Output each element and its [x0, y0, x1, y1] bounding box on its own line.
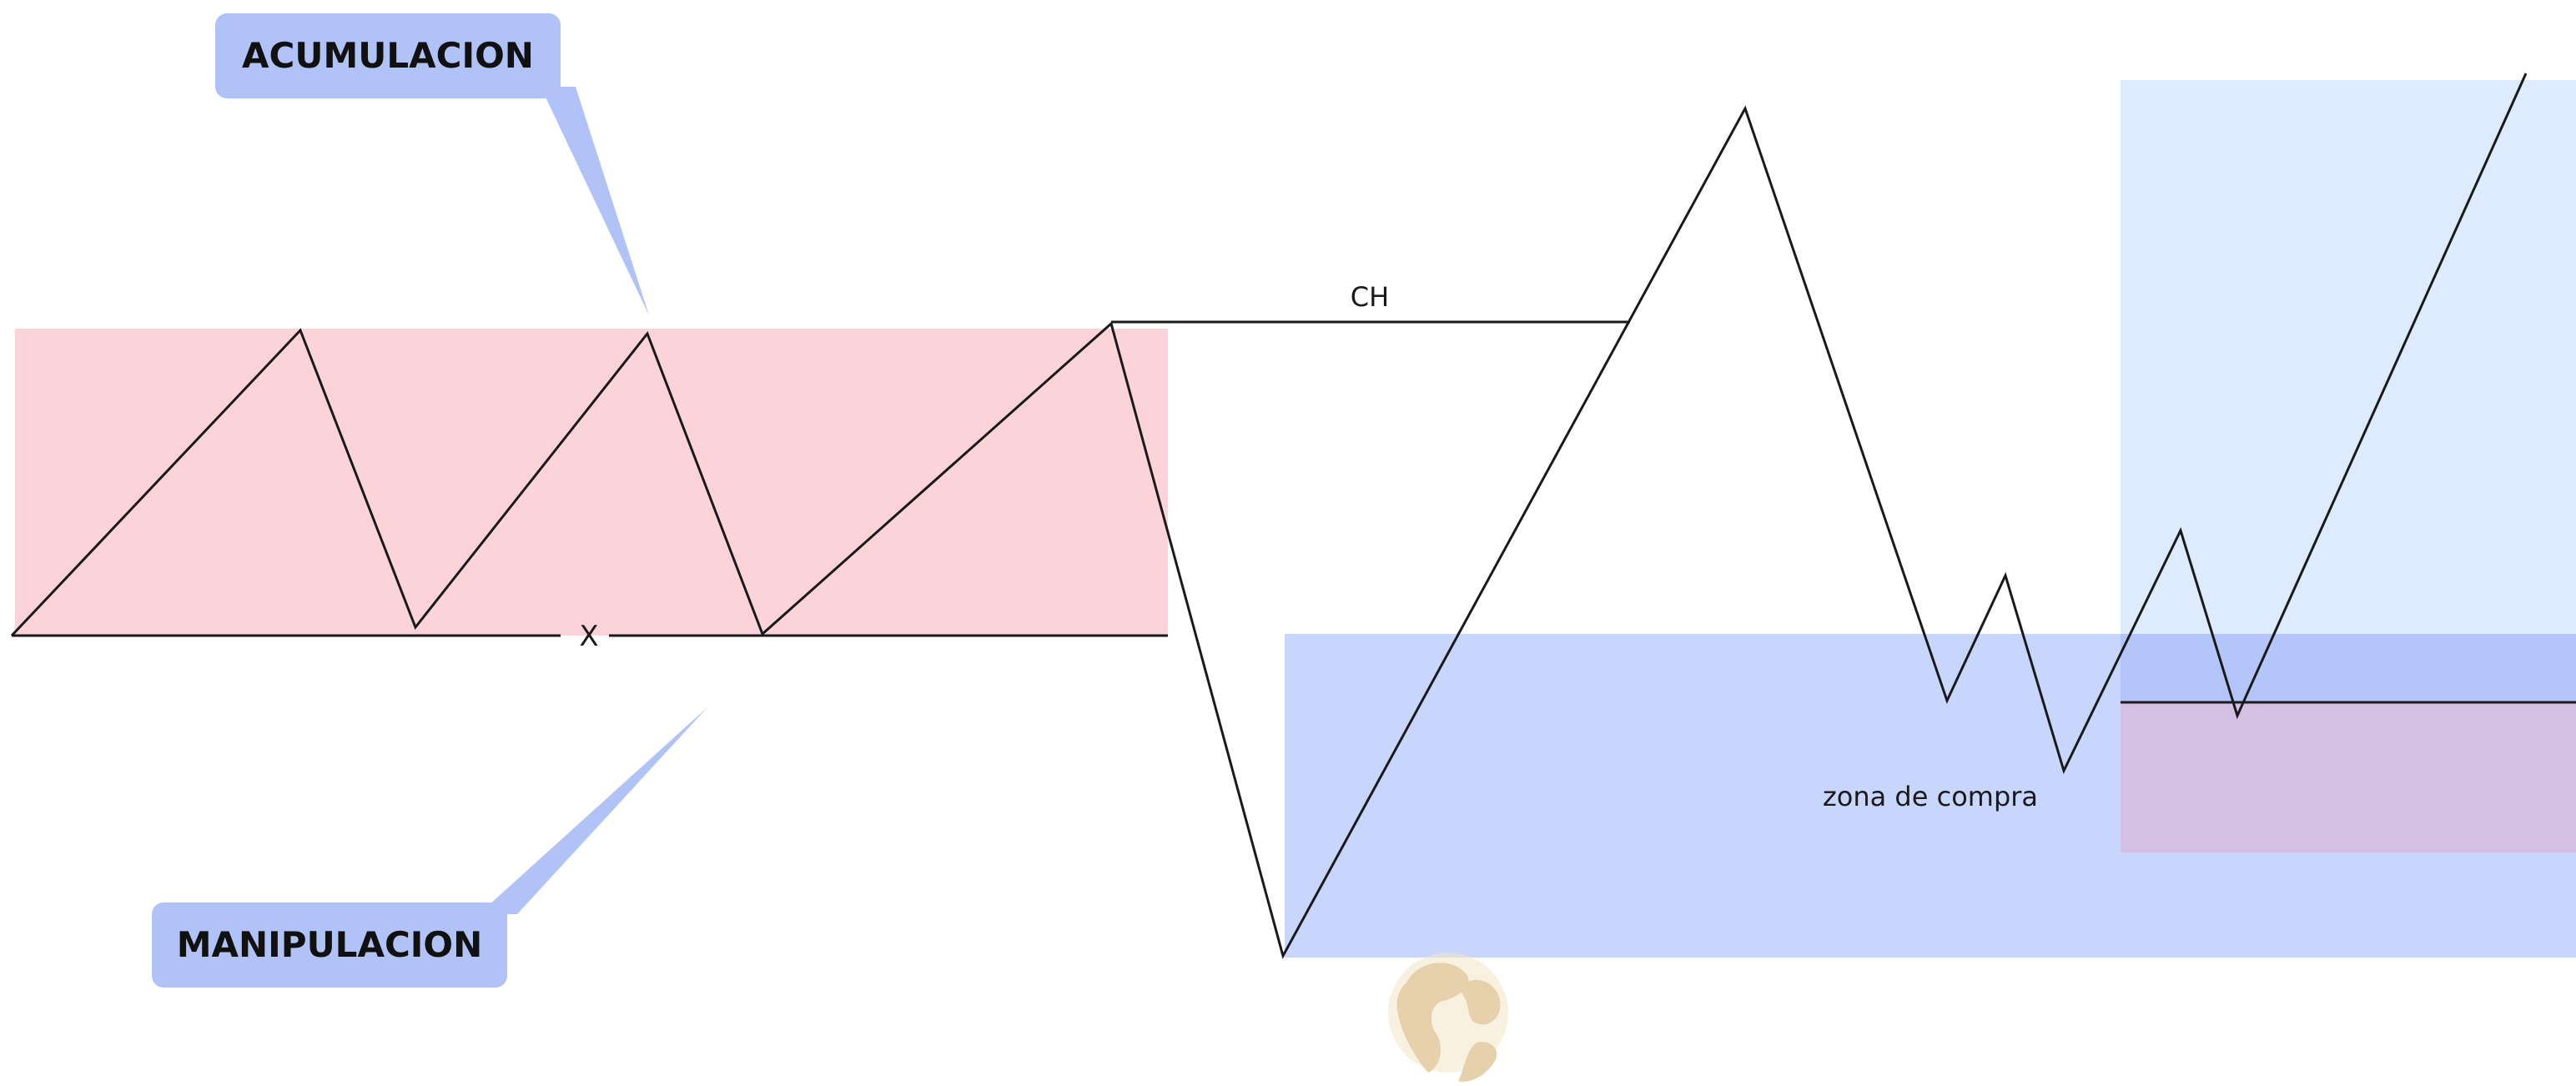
- manipulacion-callout: MANIPULACION: [152, 902, 507, 988]
- overlap-zone: [2121, 634, 2576, 702]
- target-zone: [2121, 80, 2576, 634]
- buy-zone-label: zona de compra: [1823, 781, 2038, 812]
- acumulacion-callout-pointer: [541, 87, 649, 315]
- acumulacion-callout: ACUMULACION: [215, 13, 561, 98]
- stop-zone: [2121, 702, 2576, 852]
- price-path: [10, 73, 2528, 959]
- manipulacion-callout-pointer: [479, 707, 707, 914]
- globe-icon: [1388, 953, 1508, 1082]
- x-marker-label: X: [579, 620, 598, 653]
- accumulation-zone: [15, 329, 1168, 636]
- ch-label: CH: [1351, 281, 1389, 313]
